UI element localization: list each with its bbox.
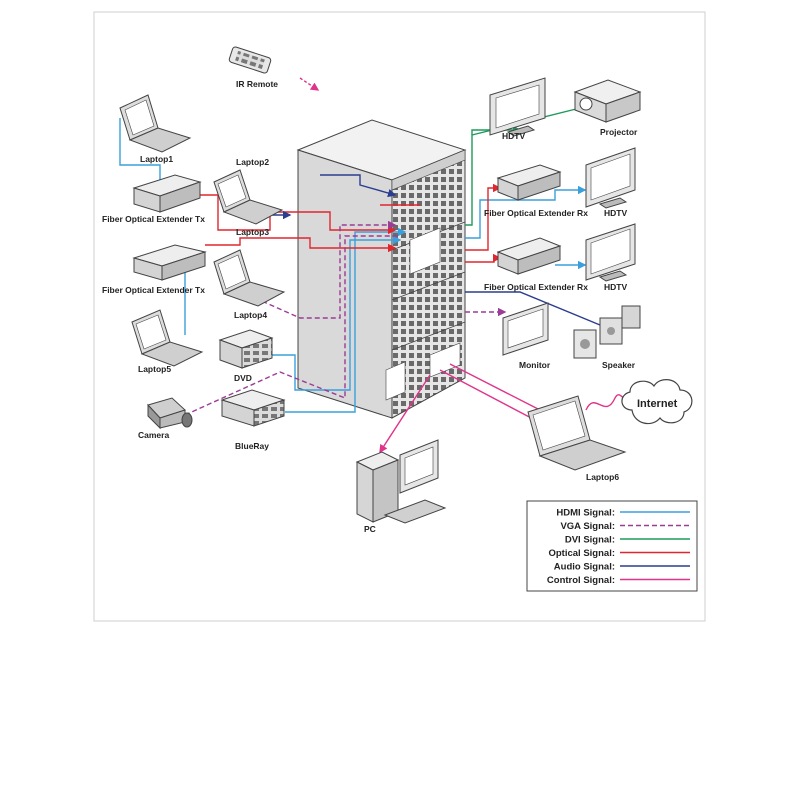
laptop6-device bbox=[527, 395, 627, 471]
fiber-rx2-device bbox=[496, 237, 562, 275]
ir-remote-label: IR Remote bbox=[236, 79, 278, 89]
fiber-rx1-device bbox=[496, 164, 562, 201]
control-cable-pc bbox=[379, 374, 431, 454]
fiber-tx1-device bbox=[132, 174, 202, 213]
control-cable-laptop6-a bbox=[439, 369, 536, 421]
laptop1-label: Laptop1 bbox=[140, 154, 173, 164]
laptop6-label: Laptop6 bbox=[586, 472, 619, 482]
hdtv2-label: HDTV bbox=[604, 208, 627, 218]
legend-label-0: HDMI Signal: bbox=[556, 508, 615, 519]
laptop2-label: Laptop2 bbox=[236, 157, 269, 167]
hdtv2-device bbox=[585, 147, 636, 209]
vga-cable-laptop4 bbox=[254, 220, 397, 319]
optical-cable-rx2 bbox=[465, 253, 502, 263]
speaker-device bbox=[573, 305, 641, 359]
hdtv1-label: HDTV bbox=[502, 131, 525, 141]
hdtv3-device bbox=[585, 223, 636, 282]
optical-cable-tx1 bbox=[200, 194, 397, 235]
audio-cable-speaker bbox=[465, 291, 601, 326]
pc-device bbox=[355, 439, 447, 524]
laptop3-label: Laptop3 bbox=[236, 227, 269, 237]
ir-control-signal bbox=[299, 77, 320, 91]
bluray-label: BlueRay bbox=[235, 441, 269, 451]
legend-label-5: Control Signal: bbox=[547, 575, 615, 586]
legend-label-3: Optical Signal: bbox=[548, 548, 615, 559]
optical-cable-rx1 bbox=[465, 183, 502, 251]
monitor-label: Monitor bbox=[519, 360, 551, 370]
legend-label-4: Audio Signal: bbox=[554, 562, 615, 573]
optical-cable-tx2 bbox=[205, 237, 397, 253]
speaker-label: Speaker bbox=[602, 360, 636, 370]
audio-cable-in bbox=[320, 174, 397, 198]
control-cable-laptop6-b bbox=[449, 363, 541, 411]
laptop5-device bbox=[131, 309, 204, 367]
matrix-switcher-chassis bbox=[296, 119, 467, 419]
monitor-device bbox=[502, 302, 549, 356]
signal-legend: HDMI Signal: VGA Signal: DVI Signal: Optica… bbox=[526, 500, 698, 592]
laptop5-label: Laptop5 bbox=[138, 364, 171, 374]
projector-device bbox=[573, 79, 642, 123]
fiber-tx1-label: Fiber Optical Extender Tx bbox=[102, 214, 205, 224]
dvd-label: DVD bbox=[234, 373, 252, 383]
internet-cloud bbox=[621, 379, 693, 425]
camera-device bbox=[147, 397, 193, 430]
laptop4-device bbox=[213, 249, 286, 307]
ir-remote-device bbox=[228, 46, 272, 74]
fiber-rx1-label: Fiber Optical Extender Rx bbox=[484, 208, 588, 218]
hdtv3-label: HDTV bbox=[604, 282, 627, 292]
camera-label: Camera bbox=[138, 430, 169, 440]
bluray-player-device bbox=[220, 389, 286, 427]
fiber-rx2-label: Fiber Optical Extender Rx bbox=[484, 282, 588, 292]
hdmi-cable-dvd bbox=[270, 235, 402, 391]
hdtv1-device bbox=[489, 77, 546, 137]
laptop1-device bbox=[119, 94, 192, 153]
fiber-tx2-label: Fiber Optical Extender Tx bbox=[102, 285, 205, 295]
projector-label: Projector bbox=[600, 127, 638, 137]
hdmi-cable-bluray bbox=[285, 227, 407, 413]
dvd-player-device bbox=[218, 329, 274, 369]
fiber-tx2-device bbox=[132, 244, 207, 281]
vga-cable-camera bbox=[184, 235, 400, 416]
legend-label-1: VGA Signal: bbox=[560, 521, 615, 532]
legend-label-2: DVI Signal: bbox=[565, 535, 615, 546]
pc-label: PC bbox=[364, 524, 376, 534]
laptop2-device bbox=[213, 169, 284, 225]
signal-cables bbox=[119, 77, 631, 454]
laptop4-label: Laptop4 bbox=[234, 310, 267, 320]
hdmi-cable-laptop1 bbox=[119, 118, 161, 180]
internet-label: Internet bbox=[637, 398, 678, 410]
